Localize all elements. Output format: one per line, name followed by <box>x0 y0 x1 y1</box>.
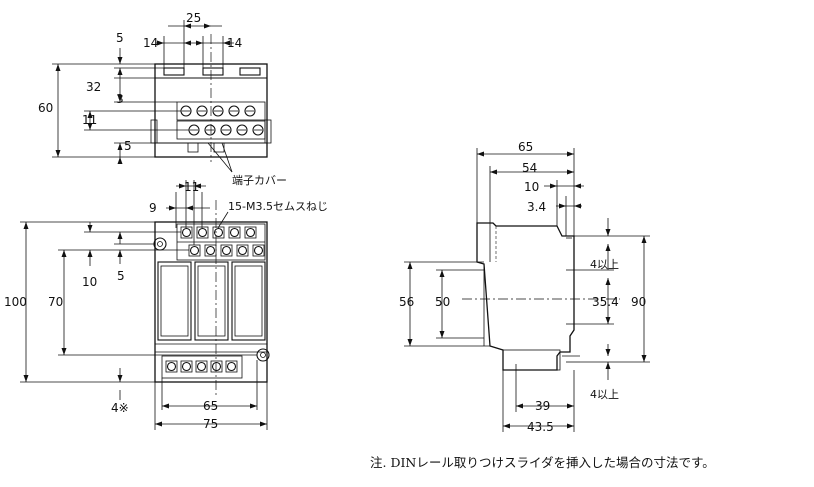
side-view: 65 54 10 3.4 56 50 4以上 35.4 <box>399 140 650 434</box>
dim-4-min-top: 4以上 <box>590 258 619 271</box>
top-view: 60 32 5 3 11 5 25 14 14 端子カバー <box>38 11 287 187</box>
top-slot <box>202 67 224 76</box>
top-slot <box>239 67 261 76</box>
dim-10-side: 10 <box>524 180 539 194</box>
dim-100: 100 <box>4 295 27 309</box>
dim-3: 3 <box>116 92 124 106</box>
footnote: 注. DINレール取りつけスライダを挿入した場合の寸法です。 <box>370 455 715 470</box>
dim-43-5: 43.5 <box>527 420 554 434</box>
screw-label: 15-M3.5セムスねじ <box>228 200 328 213</box>
dim-65-side: 65 <box>518 140 533 154</box>
terminal-cover-label: 端子カバー <box>232 174 287 187</box>
top-terminals-upper <box>180 105 256 117</box>
dim-39: 39 <box>535 399 550 413</box>
dim-35-4: 35.4 <box>592 295 619 309</box>
dim-11-front: 11 <box>184 180 199 194</box>
top-slot <box>163 67 185 76</box>
front-terminals-upper <box>180 226 257 239</box>
dim-25: 25 <box>186 11 201 25</box>
front-terminals-bottom <box>165 360 238 373</box>
dim-4-min-bottom: 4以上 <box>590 388 619 401</box>
relay-window <box>231 261 266 341</box>
dim-4-note: 4※ <box>111 401 129 415</box>
relay-window <box>157 261 192 341</box>
dim-3-4: 3.4 <box>527 200 546 214</box>
dim-5-bottom: 5 <box>124 139 132 153</box>
top-terminals-lower <box>188 124 264 136</box>
dim-32: 32 <box>86 80 101 94</box>
dim-65-front: 65 <box>203 399 218 413</box>
dim-9: 9 <box>149 201 157 215</box>
dim-5-front: 5 <box>117 269 125 283</box>
dim-54: 54 <box>522 161 537 175</box>
dim-60: 60 <box>38 101 53 115</box>
front-terminals-lower <box>188 244 265 257</box>
dim-11: 11 <box>82 113 97 127</box>
dim-14-left: 14 <box>143 36 158 50</box>
relay-window <box>194 261 229 341</box>
dim-5-top: 5 <box>116 31 124 45</box>
dim-50: 50 <box>435 295 450 309</box>
dim-70: 70 <box>48 295 63 309</box>
side-view-body <box>476 222 575 371</box>
dim-14-right: 14 <box>227 36 242 50</box>
dim-75: 75 <box>203 417 218 431</box>
front-view: 100 70 10 5 4※ 11 9 15-M3.5セムスねじ <box>4 180 328 431</box>
dim-90: 90 <box>631 295 646 309</box>
dim-10: 10 <box>82 275 97 289</box>
dim-56: 56 <box>399 295 414 309</box>
